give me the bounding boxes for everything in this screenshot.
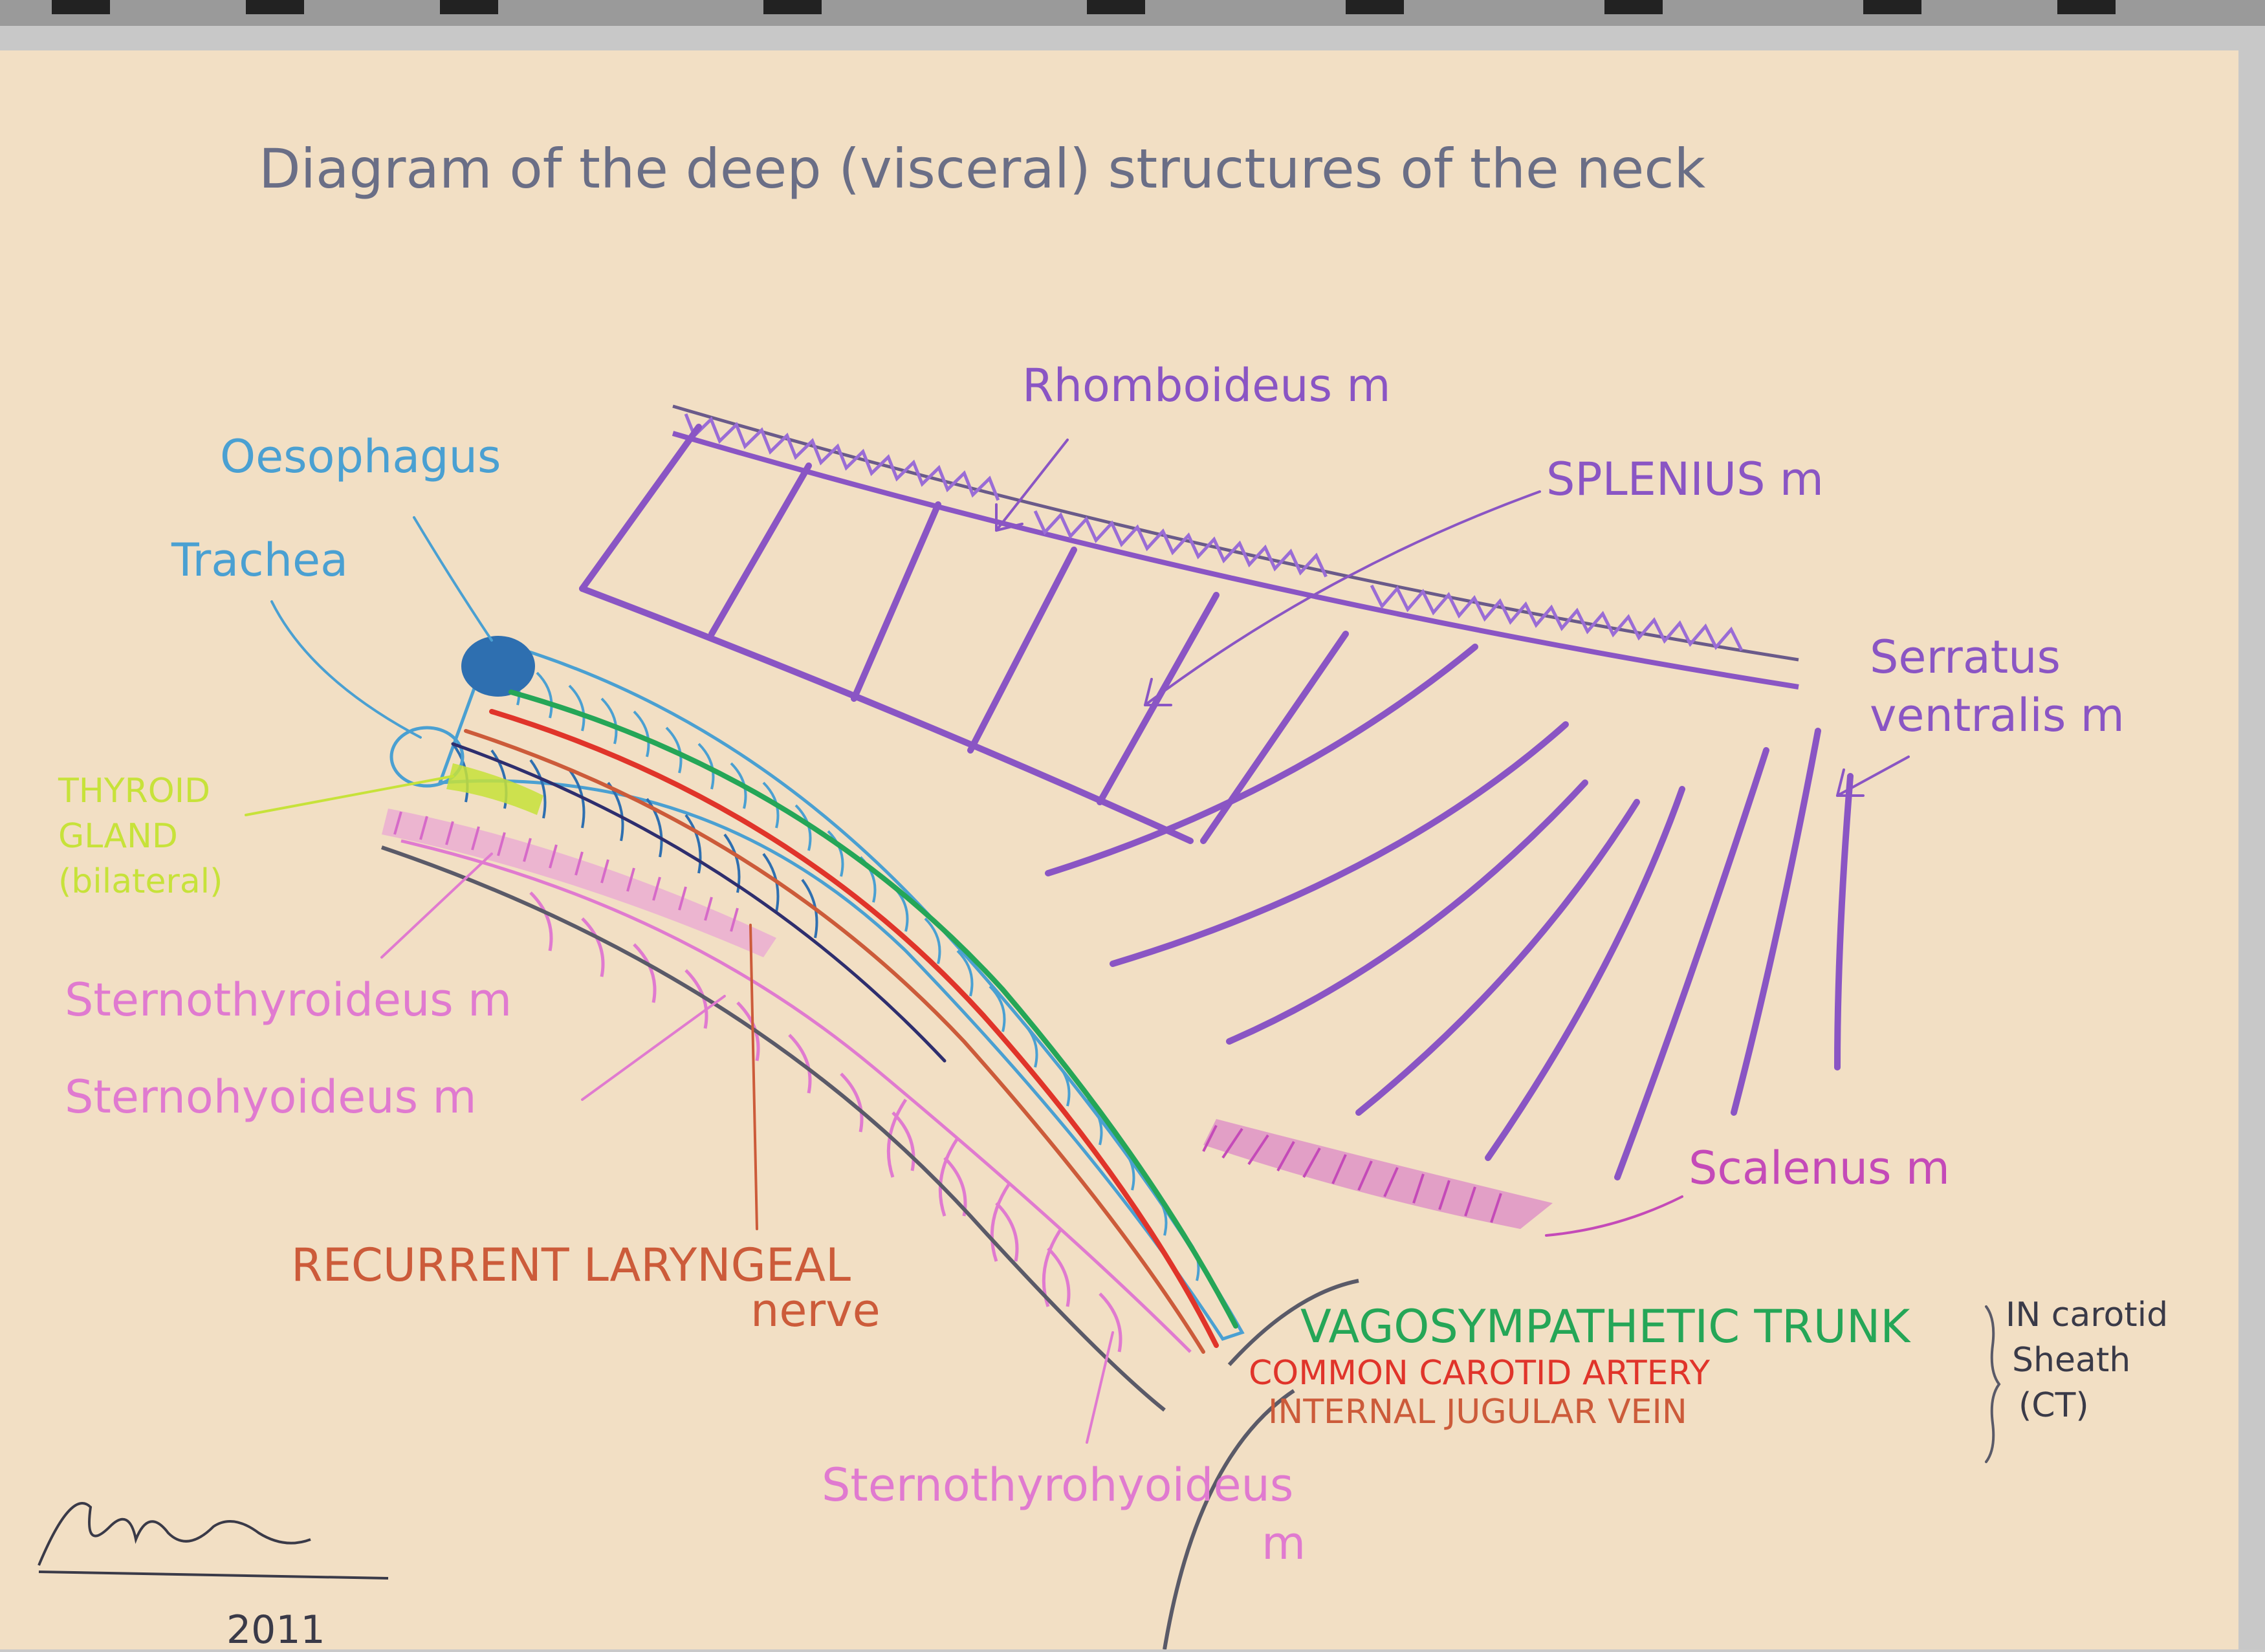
label-internal-jugular-vein: INTERNAL JUGULAR VEIN (1268, 1393, 1687, 1431)
scalenus-muscle (1202, 1119, 1553, 1229)
label-vagosympathetic-trunk: VAGOSYMPATHETIC TRUNK (1300, 1300, 1911, 1353)
label-recurrent-laryngeal-1: RECURRENT LARYNGEAL (291, 1239, 851, 1292)
thyroid-gland-shape (446, 763, 543, 815)
fascia-lines (381, 845, 1359, 1650)
rhomboideus-muscle (672, 404, 1799, 690)
sternothyroideus-muscle (382, 809, 776, 957)
label-sternothyrohyoideus-1: Sternothyrohyoideus (822, 1459, 1293, 1512)
label-sternothyrohyoideus-2: m (1262, 1517, 1306, 1570)
signature-date: 2011 (226, 1607, 325, 1649)
serratus-ventralis-muscle (1045, 644, 1854, 1180)
carotid-sheath-structures (451, 690, 1238, 1354)
label-oesophagus: Oesophagus (220, 430, 501, 483)
diagram-title: Diagram of the deep (visceral) structure… (259, 137, 1706, 201)
binder-holes (52, 0, 2116, 14)
label-splenius: SPLENIUS m (1546, 453, 1824, 506)
label-serratus-2: ventralis m (1870, 689, 2125, 742)
label-carotid-sheath-2: Sheath (2012, 1341, 2130, 1380)
label-thyroid-3: (bilateral) (58, 862, 223, 901)
label-sternothyroideus: Sternothyroideus m (65, 973, 512, 1027)
splenius-muscle (579, 424, 1349, 844)
label-thyroid-2: GLAND (58, 817, 178, 856)
label-recurrent-laryngeal-2: nerve (750, 1284, 881, 1337)
trachea-cross-section (389, 726, 465, 788)
author-signature (38, 1502, 389, 1580)
leader-lines (245, 439, 2001, 1463)
label-serratus-1: Serratus (1870, 631, 2061, 684)
label-thyroid-1: THYROID (58, 772, 210, 810)
label-scalenus: Scalenus m (1689, 1142, 1950, 1195)
label-rhomboideus: Rhomboideus m (1022, 359, 1391, 412)
label-trachea: Trachea (171, 534, 348, 587)
label-carotid-sheath-1: IN carotid (2006, 1296, 2168, 1334)
label-carotid-sheath-3: (CT) (2019, 1386, 2089, 1425)
label-sternohyoideus: Sternohyoideus m (65, 1071, 477, 1124)
oesophagus-cross-section (461, 636, 535, 697)
label-common-carotid-artery: COMMON CAROTID ARTERY (1249, 1354, 1710, 1393)
